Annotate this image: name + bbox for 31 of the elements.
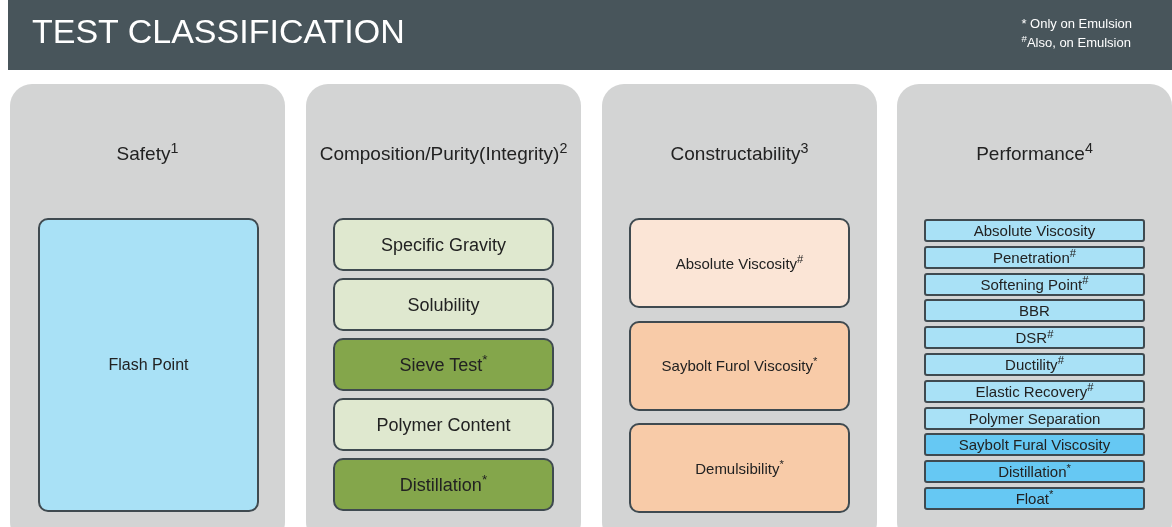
title: TEST CLASSIFICATION [32,14,405,48]
test-box: Polymer Content [333,398,554,451]
test-box: Polymer Separation [924,406,1145,430]
test-box: Solubility [333,278,554,331]
category-panel [10,84,285,527]
footnote-note: $^{#}$Also, on Emulsion [1021,33,1132,52]
test-box: Absolute Viscosity$^{#}$ [629,218,850,308]
test-box: Penetration$^{#}$ [924,245,1145,269]
category-panel [602,84,877,527]
test-box: Softening Point$^{#}$ [924,272,1145,296]
category-panel [306,84,581,527]
test-box: Specific Gravity [333,218,554,271]
test-box: Demulsibility$^{*}$ [629,423,850,513]
test-box: Flash Point [38,218,259,512]
panel-heading: Composition/Purity(Integrity)$^{2}$ [318,140,569,166]
test-box: BBR [924,299,1145,323]
test-box: Saybolt Fural Viscosity [924,433,1145,457]
test-box: Distillation$^{*}$ [333,458,554,511]
panel-heading: Constructability$^{3}$ [669,140,810,166]
test-box: Elastic Recovery$^{#}$ [924,379,1145,403]
test-box: Saybolt Furol Viscosity$^{*}$ [629,320,850,411]
test-box: DSR$^{#}$ [924,326,1145,350]
test-box: Distillation$^{*}$ [924,460,1145,484]
test-box: Ductility$^{#}$ [924,353,1145,376]
test-box: Float$^{*}$ [924,487,1145,510]
panel-heading: Performance$^{4}$ [975,140,1094,166]
test-box: Sieve Test$^{*}$ [333,338,554,391]
category-panel [897,84,1172,527]
footnote-note: * Only on Emulsion [1021,15,1132,33]
panel-heading: Safety$^{1}$ [115,140,180,166]
test-box: Absolute Viscosity [924,219,1145,242]
